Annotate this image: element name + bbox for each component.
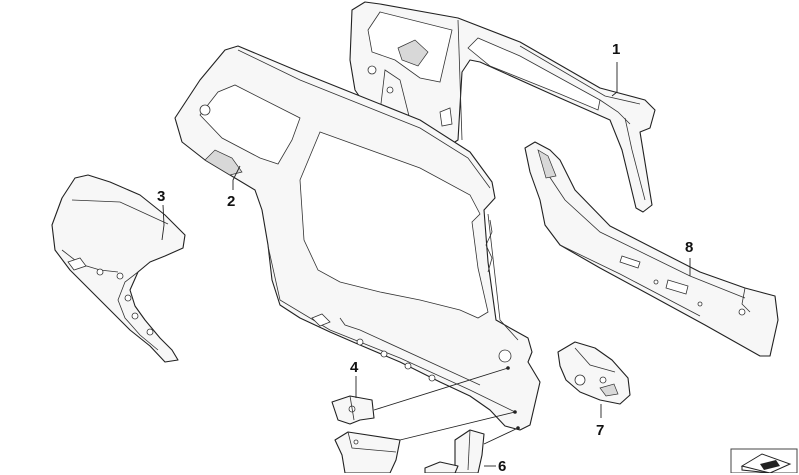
callout-3: 3 — [157, 188, 166, 205]
parts-box-icon — [730, 448, 798, 473]
part-1-roof-rail — [349, 1, 656, 213]
part-4-small-bracket — [331, 395, 375, 425]
part-2-side-panel — [174, 45, 541, 431]
callout-8: 8 — [685, 239, 694, 256]
callout-7: 7 — [596, 422, 605, 439]
leader-lines — [161, 62, 691, 467]
part-7-bracket — [557, 341, 631, 405]
callout-1: 1 — [612, 41, 621, 58]
part-3-wheel-arch — [51, 174, 186, 363]
callout-6: 6 — [498, 458, 507, 475]
part-6-bracket — [424, 429, 485, 473]
part-8-sill-panel — [524, 141, 779, 357]
part-lower-bracket — [334, 431, 401, 473]
callout-2: 2 — [227, 193, 236, 210]
callout-4: 4 — [350, 359, 359, 376]
